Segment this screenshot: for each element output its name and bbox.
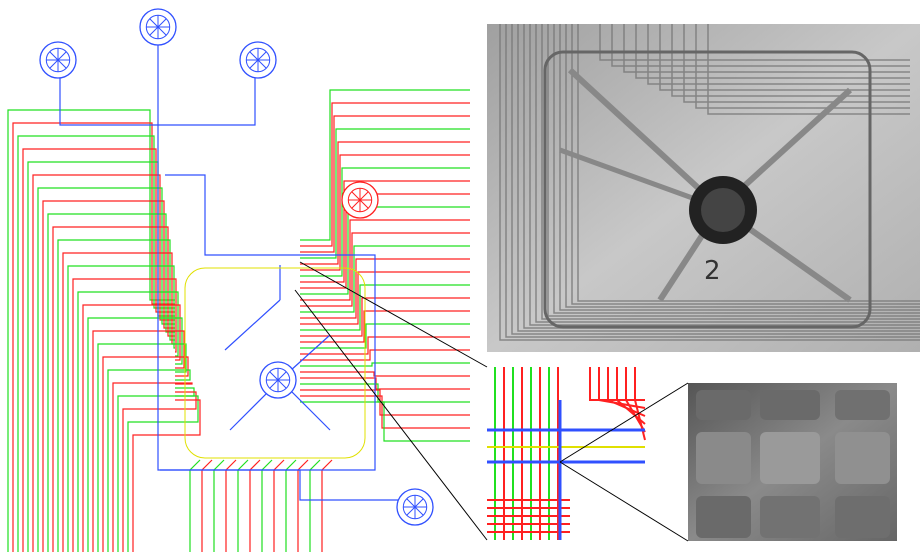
sem-closeup	[688, 383, 897, 541]
control-line	[107, 369, 191, 552]
control-line	[300, 297, 470, 337]
control-line	[72, 278, 177, 552]
control-line	[127, 395, 199, 552]
control-line	[300, 206, 470, 295]
chip-photo	[487, 24, 920, 352]
control-line	[285, 459, 297, 552]
control-line	[300, 271, 470, 325]
port-icon	[139, 8, 177, 46]
valve-outline	[184, 267, 366, 459]
control-line	[189, 459, 201, 552]
control-line	[300, 258, 470, 319]
control-line	[300, 336, 470, 355]
control-line	[300, 102, 470, 247]
control-line	[300, 362, 470, 367]
control-line	[300, 167, 470, 277]
control-line	[321, 459, 333, 552]
control-line	[300, 395, 470, 429]
callout-lines	[294, 261, 689, 542]
control-line	[122, 391, 197, 552]
control-line	[300, 383, 470, 403]
control-line	[300, 180, 470, 283]
control-line	[309, 459, 321, 552]
port-icon	[396, 488, 434, 526]
control-line	[77, 291, 179, 552]
control-line	[47, 213, 175, 552]
control-line	[87, 317, 183, 552]
port-icon	[259, 361, 297, 399]
port-icon	[39, 41, 77, 79]
control-line	[12, 122, 175, 552]
control-line	[300, 89, 470, 241]
cad-layout	[7, 8, 470, 552]
control-line	[82, 304, 181, 552]
control-line	[97, 343, 187, 552]
control-line	[300, 141, 470, 265]
control-line	[300, 219, 470, 301]
control-line	[249, 459, 261, 552]
control-line	[67, 265, 175, 552]
chip-number-label: 2	[704, 256, 721, 286]
control-line	[300, 371, 470, 377]
control-line	[273, 459, 285, 552]
port-icon	[239, 41, 277, 79]
control-line	[300, 349, 470, 361]
control-line	[300, 115, 470, 253]
control-line	[225, 459, 237, 552]
control-line	[201, 459, 213, 552]
control-line	[300, 310, 470, 343]
control-line	[300, 154, 470, 271]
control-line	[92, 330, 185, 552]
control-line	[300, 193, 470, 289]
control-line	[132, 399, 201, 552]
control-line	[102, 356, 189, 552]
control-line	[261, 459, 273, 552]
control-line	[17, 135, 175, 552]
cad-zoom-inset	[487, 367, 646, 540]
flow-channel	[160, 174, 376, 471]
control-line	[32, 174, 175, 552]
flow-channel	[224, 299, 281, 351]
control-line	[300, 401, 470, 442]
control-line	[300, 245, 470, 313]
control-line	[213, 459, 225, 552]
control-line	[300, 284, 470, 331]
control-line	[52, 226, 175, 552]
control-line	[112, 382, 193, 552]
control-line	[300, 128, 470, 259]
control-line	[300, 323, 470, 349]
port-icon	[341, 181, 379, 219]
control-line	[237, 459, 249, 552]
